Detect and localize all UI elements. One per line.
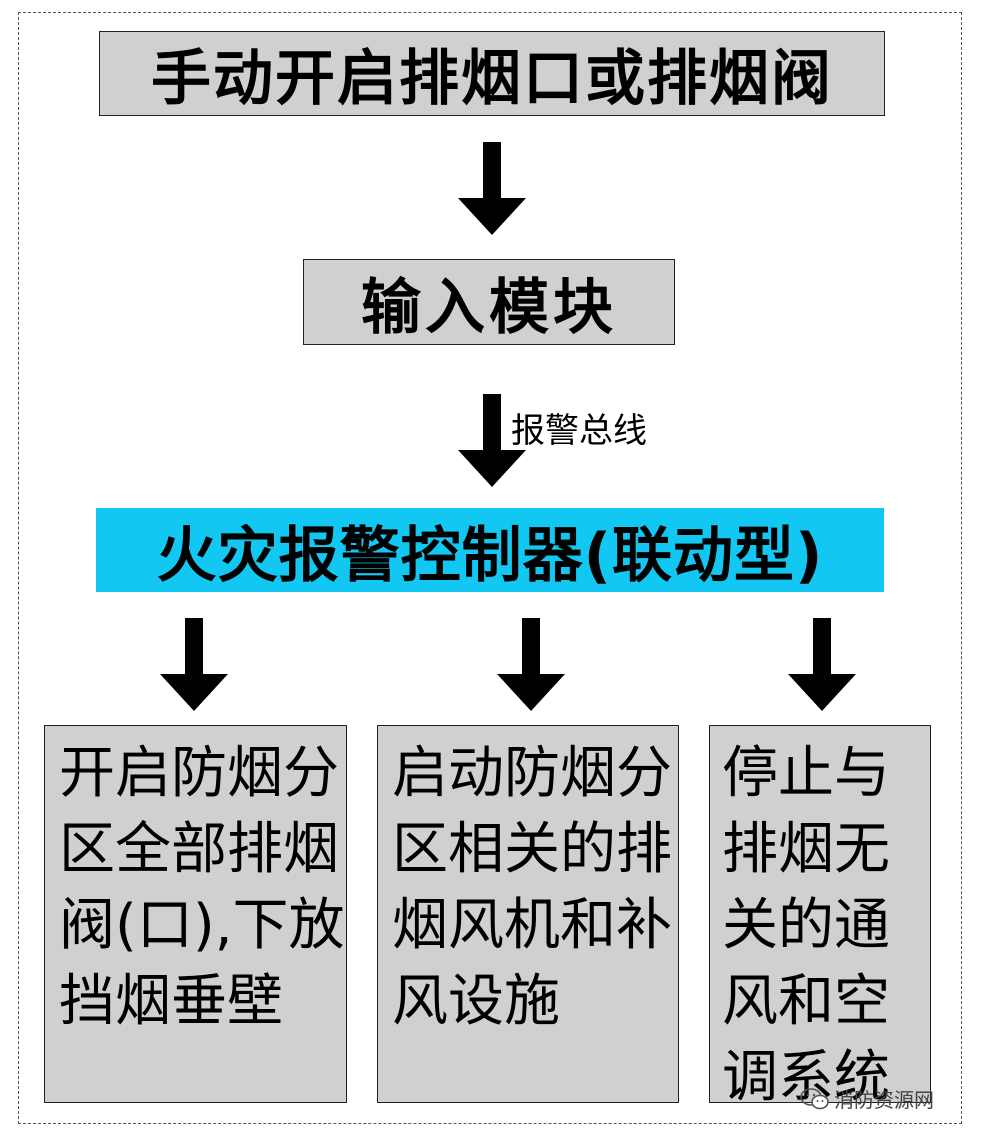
action-box-smoke-valves: 开启防烟分区全部排烟阀(口),下放挡烟垂壁: [44, 725, 347, 1103]
arrow-down-icon: [497, 618, 565, 711]
dashed-frame: [18, 12, 962, 1124]
input-module-label: 输入模块: [361, 272, 617, 343]
action-label: 启动防烟分区相关的排烟风机和补风设施: [392, 741, 672, 1034]
arrow-down-icon: [788, 618, 856, 711]
action-box-smoke-fans: 启动防烟分区相关的排烟风机和补风设施: [377, 725, 679, 1103]
manual-open-box: 手动开启排烟口或排烟阀: [99, 31, 885, 116]
alarm-bus-label: 报警总线: [511, 411, 647, 451]
arrow-down-icon: [160, 618, 228, 711]
watermark: 消防资源网: [800, 1084, 934, 1113]
manual-open-label: 手动开启排烟口或排烟阀: [151, 44, 833, 114]
watermark-text: 消防资源网: [834, 1088, 934, 1112]
action-box-stop-hvac: 停止与排烟无关的通风和空调系统: [709, 725, 931, 1110]
action-label: 开启防烟分区全部排烟阀(口),下放挡烟垂壁: [59, 741, 345, 1034]
action-label: 停止与排烟无关的通风和空调系统: [722, 741, 890, 1110]
arrow-down-icon: [458, 394, 526, 487]
arrow-down-icon: [458, 142, 526, 235]
wechat-icon: [800, 1087, 829, 1109]
fire-alarm-controller-box: 火灾报警控制器(联动型): [96, 508, 884, 592]
controller-label: 火灾报警控制器(联动型): [156, 520, 824, 591]
input-module-box: 输入模块: [303, 259, 675, 345]
